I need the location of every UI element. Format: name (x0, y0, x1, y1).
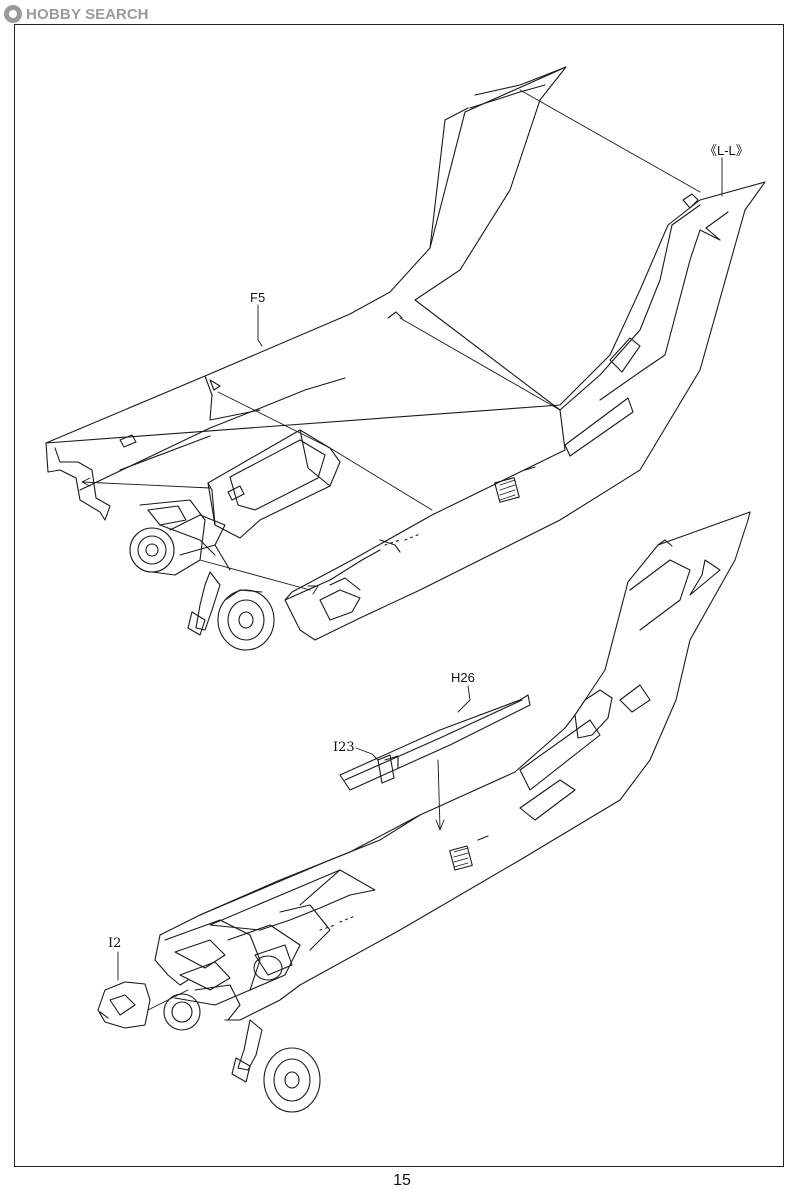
label-part-i2: I2 (108, 936, 122, 951)
guide-line-section (519, 89, 701, 193)
upper-fuselage-assembly (45, 66, 766, 651)
leader-i23 (355, 747, 379, 761)
fuselage-body (159, 511, 751, 1021)
label-part-i23: I23 (333, 740, 355, 755)
part-i23 (377, 754, 395, 784)
label-section-l-l: 《L-L》 (704, 143, 749, 158)
label-part-h26: H26 (451, 670, 475, 685)
leader-f5 (257, 304, 263, 347)
part-h26 (339, 694, 531, 791)
guide-line-i2 (147, 989, 189, 1011)
guide-line-h26 (437, 759, 441, 829)
vent-grille-lower (449, 845, 473, 871)
main-wheel-lower (263, 1047, 321, 1113)
guide-line-left-wall (81, 481, 211, 489)
lower-fuselage-assembly (97, 511, 751, 1113)
guide-line-floor (399, 317, 561, 411)
main-gear-strut (195, 571, 221, 631)
page-number: 15 (393, 1172, 411, 1189)
engine-front-disc-lower (163, 993, 201, 1031)
vent-grille-upper (494, 477, 520, 503)
leader-h26 (457, 685, 471, 713)
main-gear-strut-lower (237, 1019, 263, 1071)
page-frame (14, 24, 784, 1167)
watermark-brand: HOBBY (26, 5, 82, 23)
cowling-i2 (97, 981, 151, 1029)
guide-line-cockpit (217, 391, 433, 511)
label-part-f5: F5 (250, 290, 266, 305)
watermark: HOBBY SEARCH (4, 4, 149, 24)
watermark-suffix: SEARCH (85, 5, 149, 23)
floor-panel-f5 (45, 66, 766, 641)
engine-front-disc (129, 527, 175, 573)
hobby-search-logo-icon (4, 5, 22, 23)
